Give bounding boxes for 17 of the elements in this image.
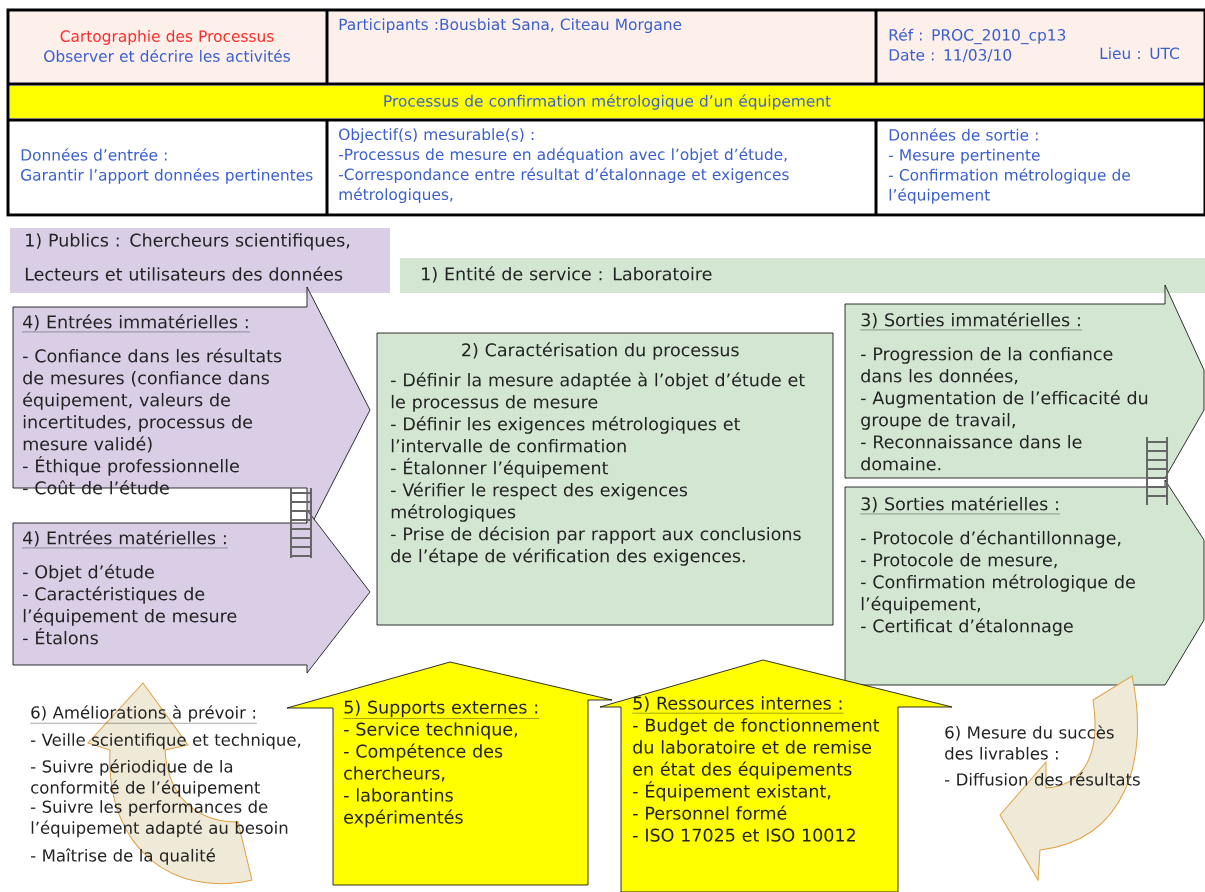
header-cell: Données d’entrée : Garantir l’apport données pertinentes bbox=[21, 148, 313, 184]
label-band: 1) Entité de service : Laboratoire bbox=[400, 258, 1205, 293]
node-label: - Augmentation de l’efficacité du groupe de travail, bbox=[861, 390, 1148, 430]
label-band: 1) Publics : Chercheurs scientifiques, Lecteurs et utilisateurs des données bbox=[10, 228, 390, 293]
title-banner: Processus de confirmation métrologique d’un équipement bbox=[10, 86, 1203, 118]
header-cell: Données de sortie : - Mesure pertinente - Confirmation métrologique de l’équipement bbox=[888, 128, 1130, 204]
header-cell: Objectif(s) mesurable(s) : -Processus de mesure en adéquation avec l’objet d’étude, -Correspondance entre résultat d’étalonnage et exigences métrologiques, bbox=[338, 128, 789, 204]
list-item: - Veille scientifique et technique, bbox=[31, 733, 301, 750]
header-cell: Cartographie des Processus Observer et décrire les activités bbox=[10, 12, 325, 82]
list-item: - Diffusion des résultats bbox=[945, 772, 1140, 786]
list-heading: 6) Mesure du succès des livrables : bbox=[945, 725, 1114, 760]
header-cell: Participants :Bousbiat Sana, Citeau Morgane bbox=[329, 12, 874, 82]
node-label: - Reconnaissance dans le domaine. bbox=[861, 434, 1082, 471]
process-box: 2) Caractérisation du processus - Définir la mesure adaptée à l’objet d’étude et le processus de mesure - Définir les exigences métrologiques et l’intervalle de confirmation - Étalonner l’équipement - Vérifier le respect des exigences métrologiques - Prise de décision par rapport aux conclusions de l’étape de vérification des exigences. bbox=[376, 332, 834, 626]
header-cell: Réf : PROC_2010_cp13 Date : 11/03/10 Lieu : UTC bbox=[878, 12, 1203, 82]
node-label: 3) Sorties immatérielles : bbox=[861, 312, 1080, 329]
node-label: - Progression de la confiance dans les données, bbox=[861, 346, 1113, 385]
